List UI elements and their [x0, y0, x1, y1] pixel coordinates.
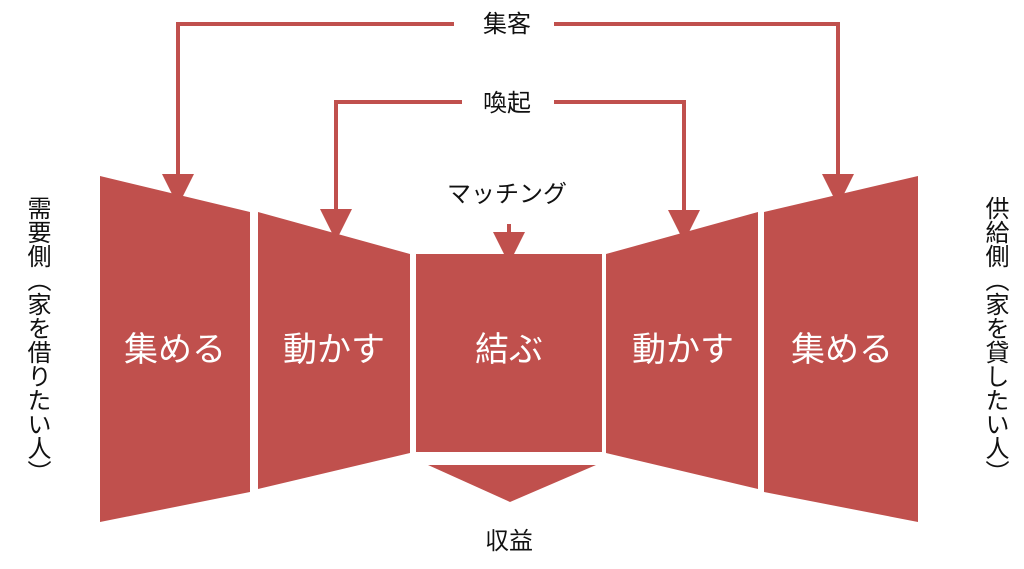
left-side-label: 需要側（家を借りたい人）: [23, 196, 51, 484]
label-center: マッチング: [447, 180, 567, 208]
panel-left-inner-label: 動かす: [283, 330, 385, 370]
panel-left-inner: [258, 212, 410, 489]
bottom-label: 収益: [485, 527, 533, 555]
panel-left-outer-label: 集める: [124, 330, 226, 370]
panel-right-inner: [606, 212, 758, 489]
label-inner: 喚起: [483, 89, 531, 117]
inner-arrow-right: [554, 100, 700, 242]
label-outer: 集客: [483, 10, 531, 38]
right-side-label: 供給側（家を貸したい人）: [981, 196, 1009, 484]
bottom-arrow: [428, 465, 596, 502]
panel-right-outer: [764, 176, 918, 522]
panel-center-label: 結ぶ: [475, 330, 543, 370]
inner-arrow-left: [320, 100, 462, 241]
panel-left-outer: [100, 176, 250, 522]
panel-center: [416, 254, 602, 452]
panel-right-outer-label: 集める: [791, 330, 893, 370]
outer-arrow-left: [162, 22, 454, 206]
outer-arrow-right: [554, 22, 854, 206]
panel-right-inner-label: 動かす: [632, 330, 734, 370]
